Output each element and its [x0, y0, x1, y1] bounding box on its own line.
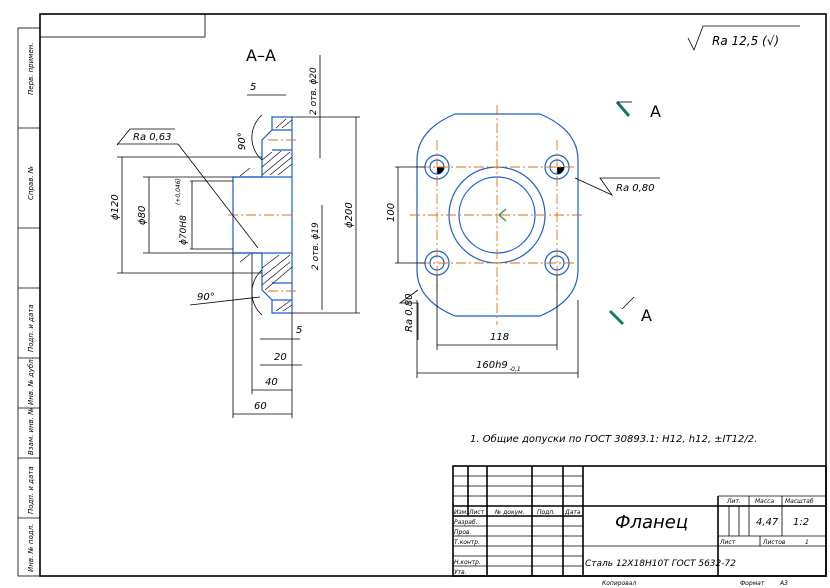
- drawing-text: 118: [490, 332, 509, 343]
- drawing-text: Ra 0,63: [133, 132, 172, 143]
- drawing-text: Утв.: [454, 569, 467, 576]
- mass-value: 4,47: [756, 517, 779, 528]
- title-block: Изм. Лист № докум. Подп. Дата Разраб. Пр…: [452, 465, 827, 587]
- material: Сталь 12Х18Н10Т ГОСТ 5632-72: [585, 559, 736, 569]
- drawing-text: Ra 0,80: [404, 293, 415, 332]
- drawing-text: 60: [254, 401, 267, 412]
- drawing-text: ϕ200: [344, 202, 355, 228]
- drawing-text: 100: [386, 203, 397, 222]
- section-marker-top: A: [650, 102, 661, 121]
- top-left-box: [39, 13, 206, 38]
- general-note: 1. Общие допуски по ГОСТ 30893.1: H12, h…: [470, 433, 757, 445]
- drawing-text: Н.контр.: [454, 559, 481, 566]
- drawing-text: Т.контр.: [454, 539, 480, 546]
- strip-label: Инв. № подл.: [27, 524, 35, 572]
- strip-label: Перв. примен.: [27, 42, 35, 95]
- strip-label: Подп. и дата: [27, 466, 35, 514]
- drawing-text: № докум.: [494, 509, 525, 516]
- drawing-text: 5: [296, 325, 302, 336]
- drawing-text: (+0,046): [175, 178, 182, 205]
- strip-label: Инв. № дубл.: [27, 357, 35, 405]
- drawing-text: ϕ80: [137, 206, 148, 225]
- drawing-text: 1: [805, 539, 809, 546]
- drawing-text: 5: [250, 82, 256, 93]
- drawing-text: Подп.: [537, 509, 555, 516]
- drawing-text: 20: [274, 352, 287, 363]
- part-name: Фланец: [615, 512, 688, 533]
- left-strip: Перв. примен. Справ. № Подп. и дата Инв.…: [17, 27, 41, 577]
- section-marker-bottom: A: [641, 306, 652, 325]
- drawing-text: Изм.: [454, 509, 468, 516]
- drawing-text: 160h9: [476, 360, 508, 371]
- drawing-text: Формат: [740, 580, 765, 587]
- section-title: A–A: [246, 46, 276, 65]
- strip-label: Подп. и дата: [27, 304, 35, 352]
- drawing-text: Масштаб: [785, 498, 814, 505]
- drawing-text: Ra 0,80: [616, 183, 655, 194]
- drawing-text: 2 отв. ϕ20: [309, 67, 319, 115]
- scale-value: 1:2: [793, 517, 809, 528]
- drawing-text: Лит.: [726, 498, 741, 505]
- drawing-text: Масса: [755, 498, 774, 505]
- drawing-text: Лист: [719, 539, 736, 546]
- general-roughness: Ra 12,5 (√): [687, 25, 800, 51]
- drawing-text: Дата: [564, 509, 581, 516]
- drawing-text: 2 отв. ϕ19: [311, 222, 321, 270]
- drawing-text: Лист: [468, 509, 485, 516]
- drawing-text: Ra 12,5 (√): [712, 34, 779, 48]
- section-view: A–A ϕ120 ϕ80 ϕ70H8 (+0,046): [110, 46, 360, 418]
- drawing-text: 40: [265, 377, 278, 388]
- drawing-text: Разраб.: [454, 519, 478, 526]
- drawing-text: Копировал: [602, 580, 636, 587]
- drawing-text: Листов: [762, 539, 786, 546]
- plan-view: 100 118 160h9 -0,1 Ra 0,80 Ra 0,80 A A: [386, 101, 661, 378]
- drawing-text: ϕ120: [110, 194, 121, 220]
- drawing-text: ϕ70H8: [179, 215, 189, 245]
- drawing-frame: [39, 13, 827, 577]
- drawing-text: 90°: [197, 292, 215, 303]
- drawing-text: A3: [779, 580, 788, 587]
- strip-label: Справ. №: [27, 166, 35, 200]
- drawing-text: Пров.: [454, 529, 472, 536]
- drawing-text: -0,1: [509, 366, 521, 373]
- drawing-text: 90°: [237, 132, 248, 150]
- strip-label: Взам. инв. №: [27, 407, 35, 455]
